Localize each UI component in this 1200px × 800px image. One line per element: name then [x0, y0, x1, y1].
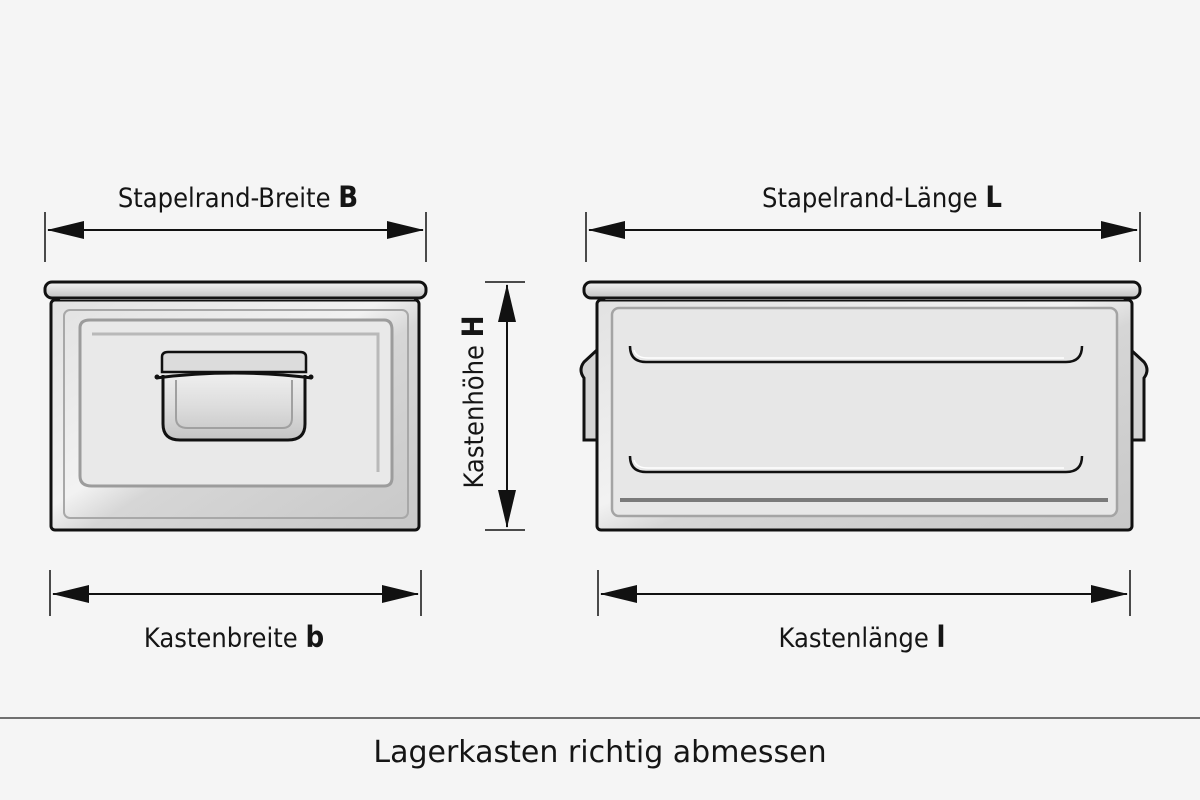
dimension-box-width — [49, 570, 422, 616]
label-side-rim-length: Stapelrand-Länge L — [762, 180, 1002, 214]
dimension-side-rim-length — [585, 212, 1141, 262]
label-front-rim-width: Stapelrand-Breite B — [118, 180, 358, 214]
front-box-panel-highlight — [92, 332, 380, 472]
label-box-height: Kastenhöhe H — [456, 315, 490, 488]
diagram-caption: Lagerkasten richtig abmessen — [373, 735, 826, 770]
dimension-box-height — [485, 281, 525, 531]
dimension-box-length — [597, 570, 1131, 616]
side-rib-lower-highlight — [633, 459, 1064, 469]
side-stacking-rim — [582, 280, 1142, 300]
label-box-length: Kastenlänge l — [779, 620, 946, 654]
front-handle — [154, 350, 314, 442]
side-rib-upper-highlight — [633, 349, 1064, 359]
label-box-width: Kastenbreite b — [144, 620, 324, 654]
front-view-box — [43, 280, 428, 532]
side-rib-upper — [628, 345, 1084, 364]
side-grip-right — [1129, 346, 1149, 442]
side-rib-lower — [628, 455, 1084, 474]
side-box-panel — [610, 306, 1119, 518]
dimension-front-rim-width — [44, 212, 427, 262]
side-grip-left — [579, 346, 599, 442]
front-box-bevel — [63, 309, 409, 519]
side-view-box — [579, 280, 1149, 532]
front-stacking-rim — [43, 280, 428, 300]
